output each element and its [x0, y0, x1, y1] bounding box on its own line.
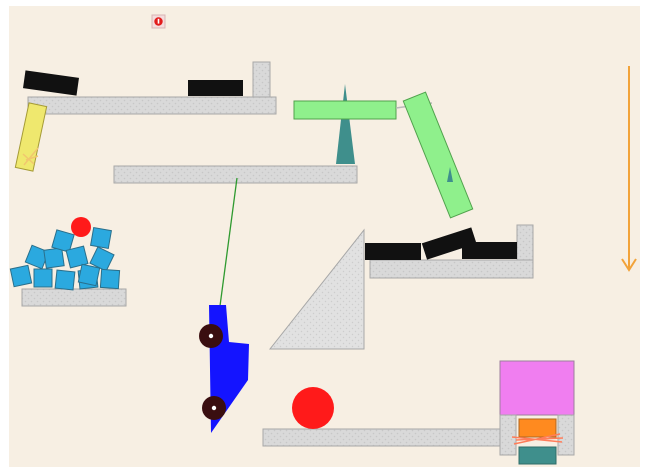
- black-block-top-middle[interactable]: [188, 80, 243, 96]
- red-ball-small[interactable]: [71, 217, 91, 237]
- platform-left-stack: [22, 289, 126, 306]
- platform-right: [370, 260, 533, 278]
- black-block-right-3[interactable]: [462, 242, 517, 259]
- platform-wall-top-left: [253, 62, 270, 97]
- red-ball-large[interactable]: [292, 387, 334, 429]
- platform-wall-right: [517, 225, 533, 260]
- post-left: [500, 415, 516, 455]
- teal-block[interactable]: [519, 447, 556, 464]
- pink-block[interactable]: [500, 361, 574, 415]
- platform-top-left: [28, 97, 276, 114]
- black-block-right-1[interactable]: [365, 243, 421, 260]
- green-plank-seesaw[interactable]: [294, 101, 396, 119]
- record-icon[interactable]: [152, 15, 165, 28]
- post-right: [558, 415, 574, 455]
- platform-bottom: [263, 429, 500, 446]
- orange-block[interactable]: [519, 419, 556, 437]
- platform-middle: [114, 166, 357, 183]
